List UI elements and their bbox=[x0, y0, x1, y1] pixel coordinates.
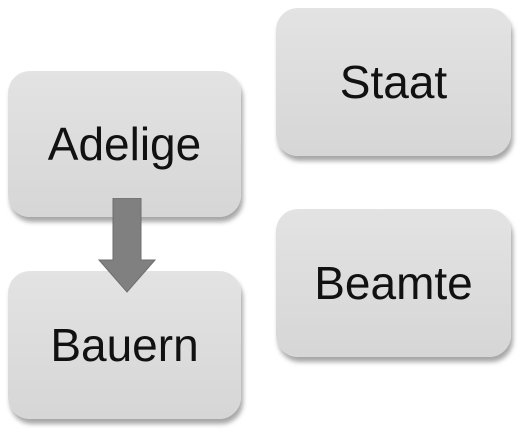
box-adelige: Adelige bbox=[8, 71, 241, 217]
box-staat: Staat bbox=[276, 8, 511, 156]
box-adelige-label: Adelige bbox=[47, 118, 202, 170]
arrow-adelige-to-bauern-icon bbox=[97, 198, 157, 293]
box-bauern-label: Bauern bbox=[50, 319, 199, 371]
box-staat-label: Staat bbox=[339, 56, 448, 108]
box-beamte-label: Beamte bbox=[314, 257, 473, 309]
box-bauern: Bauern bbox=[8, 271, 241, 419]
arrow-shape bbox=[97, 198, 157, 293]
box-beamte: Beamte bbox=[276, 209, 511, 357]
